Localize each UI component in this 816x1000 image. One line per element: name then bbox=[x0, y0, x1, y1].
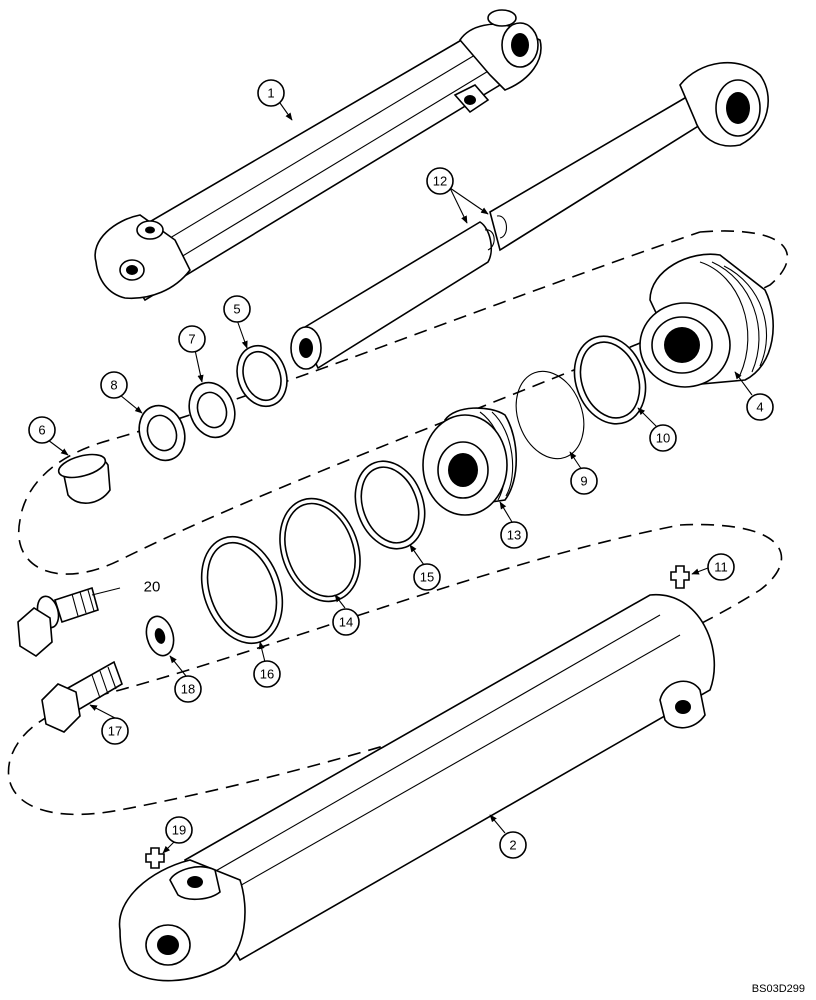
callout-13: 13 bbox=[500, 521, 528, 549]
part-5-ring bbox=[236, 344, 288, 408]
callout-4: 4 bbox=[746, 393, 774, 421]
callout-1: 1 bbox=[257, 79, 285, 107]
part-9-o-ring bbox=[515, 370, 585, 460]
svg-text:10: 10 bbox=[656, 431, 670, 446]
leader-lines bbox=[47, 102, 753, 854]
callout-7: 7 bbox=[178, 325, 206, 353]
callout-17: 17 bbox=[101, 717, 129, 745]
svg-text:17: 17 bbox=[108, 724, 122, 739]
part-13-piston bbox=[422, 407, 518, 516]
callout-2: 2 bbox=[499, 831, 527, 859]
svg-text:14: 14 bbox=[339, 615, 353, 630]
part-11-fitting bbox=[670, 565, 690, 589]
svg-text:18: 18 bbox=[181, 682, 195, 697]
svg-text:4: 4 bbox=[756, 400, 763, 415]
drawing-reference-number: BS03D299 bbox=[752, 983, 805, 995]
callout-16: 16 bbox=[253, 660, 281, 688]
part-17-bolt bbox=[41, 660, 123, 733]
part-19-grease-fitting bbox=[145, 847, 165, 869]
svg-text:9: 9 bbox=[580, 474, 587, 489]
part-1-cylinder-tube bbox=[94, 9, 542, 302]
assembly-guide-line-upper bbox=[17, 230, 789, 575]
part-18-washer bbox=[145, 615, 175, 657]
svg-text:12: 12 bbox=[433, 174, 447, 189]
callout-8: 8 bbox=[100, 371, 128, 399]
callout-9: 9 bbox=[570, 467, 598, 495]
part-10-ring bbox=[573, 335, 647, 425]
svg-text:5: 5 bbox=[233, 302, 240, 317]
part-6-bushing bbox=[57, 453, 111, 504]
part-16-seal-ring bbox=[200, 535, 284, 645]
callout-14: 14 bbox=[332, 608, 360, 636]
svg-text:8: 8 bbox=[110, 378, 117, 393]
callout-10: 10 bbox=[649, 424, 677, 452]
callout-12: 12 bbox=[426, 167, 454, 195]
svg-text:7: 7 bbox=[188, 332, 195, 347]
svg-text:1: 1 bbox=[267, 86, 274, 101]
callout-18: 18 bbox=[174, 675, 202, 703]
svg-text:13: 13 bbox=[507, 528, 521, 543]
callout-5: 5 bbox=[223, 295, 251, 323]
callout-20: 20 bbox=[144, 579, 161, 596]
callout-15: 15 bbox=[413, 563, 441, 591]
svg-text:11: 11 bbox=[714, 560, 728, 575]
svg-text:2: 2 bbox=[509, 838, 516, 853]
part-15-ring bbox=[354, 460, 426, 550]
svg-text:15: 15 bbox=[420, 570, 434, 585]
part-8-wiper bbox=[138, 404, 186, 462]
part-12-piston-rod bbox=[290, 61, 769, 370]
svg-text:20: 20 bbox=[144, 579, 161, 596]
callouts: 1 2 4 5 6 7 8 9 10 11 12 13 14 15 16 17 … bbox=[28, 79, 774, 859]
svg-text:6: 6 bbox=[38, 423, 45, 438]
callout-11: 11 bbox=[707, 553, 735, 581]
svg-text:16: 16 bbox=[260, 667, 274, 682]
svg-text:19: 19 bbox=[172, 823, 186, 838]
callout-6: 6 bbox=[28, 416, 56, 444]
part-7-seal bbox=[188, 381, 236, 439]
part-20-bolt bbox=[17, 586, 99, 657]
callout-19: 19 bbox=[165, 816, 193, 844]
part-4-gland bbox=[639, 253, 774, 388]
assembly-guide-line-lower bbox=[7, 523, 783, 816]
part-2-barrel bbox=[118, 594, 715, 982]
